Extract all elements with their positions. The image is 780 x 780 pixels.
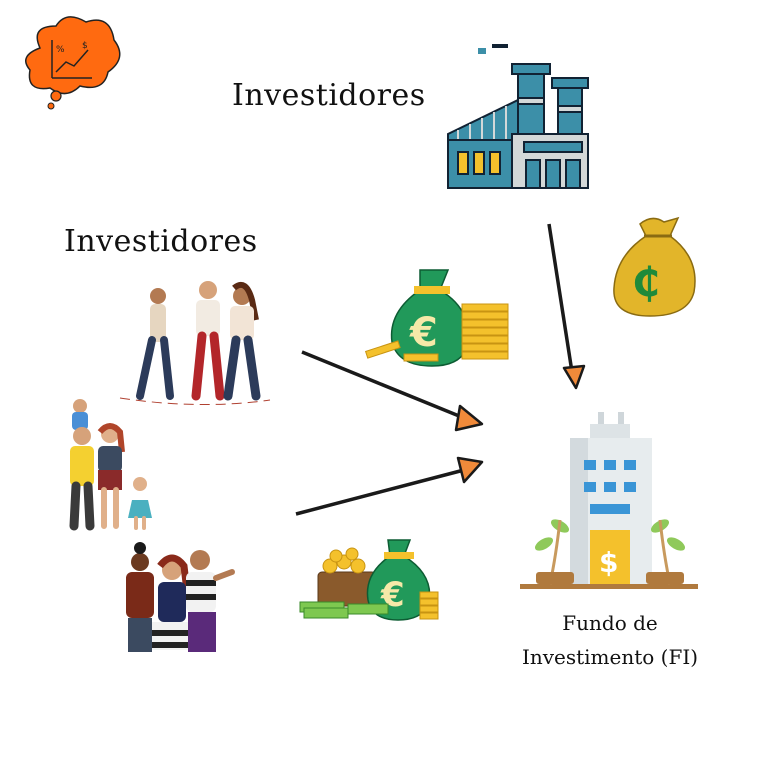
arrow-walkers-to-fund	[301, 350, 484, 432]
fund-label-line1: Fundo de	[562, 611, 658, 635]
svg-text:€: €	[409, 310, 438, 356]
arrow-factory-to-fund	[547, 223, 586, 390]
svg-text:$: $	[599, 546, 618, 579]
fund-label-line2: Investimento (FI)	[521, 645, 699, 669]
money-bag-euro-icon: €	[364, 269, 509, 367]
svg-text:₵: ₵	[632, 260, 660, 306]
investors-top-label: Investidores	[232, 78, 426, 113]
svg-text:$: $	[82, 41, 88, 51]
investors-left-label: Investidores	[64, 224, 258, 259]
svg-text:%: %	[56, 45, 65, 55]
people-group-walking-icon	[119, 281, 271, 406]
factory-icon	[447, 44, 589, 189]
idea-cloud-chart-icon: % $	[25, 16, 121, 110]
fund-label: Fundo de Investimento (FI)	[515, 606, 705, 674]
money-pile-icon: €	[299, 539, 439, 621]
friends-group-icon	[126, 542, 235, 652]
arrow-families-to-fund	[295, 456, 484, 516]
fund-building-icon: $	[520, 412, 698, 589]
money-bag-colon-icon: ₵	[613, 216, 696, 317]
family-icon	[69, 399, 152, 531]
